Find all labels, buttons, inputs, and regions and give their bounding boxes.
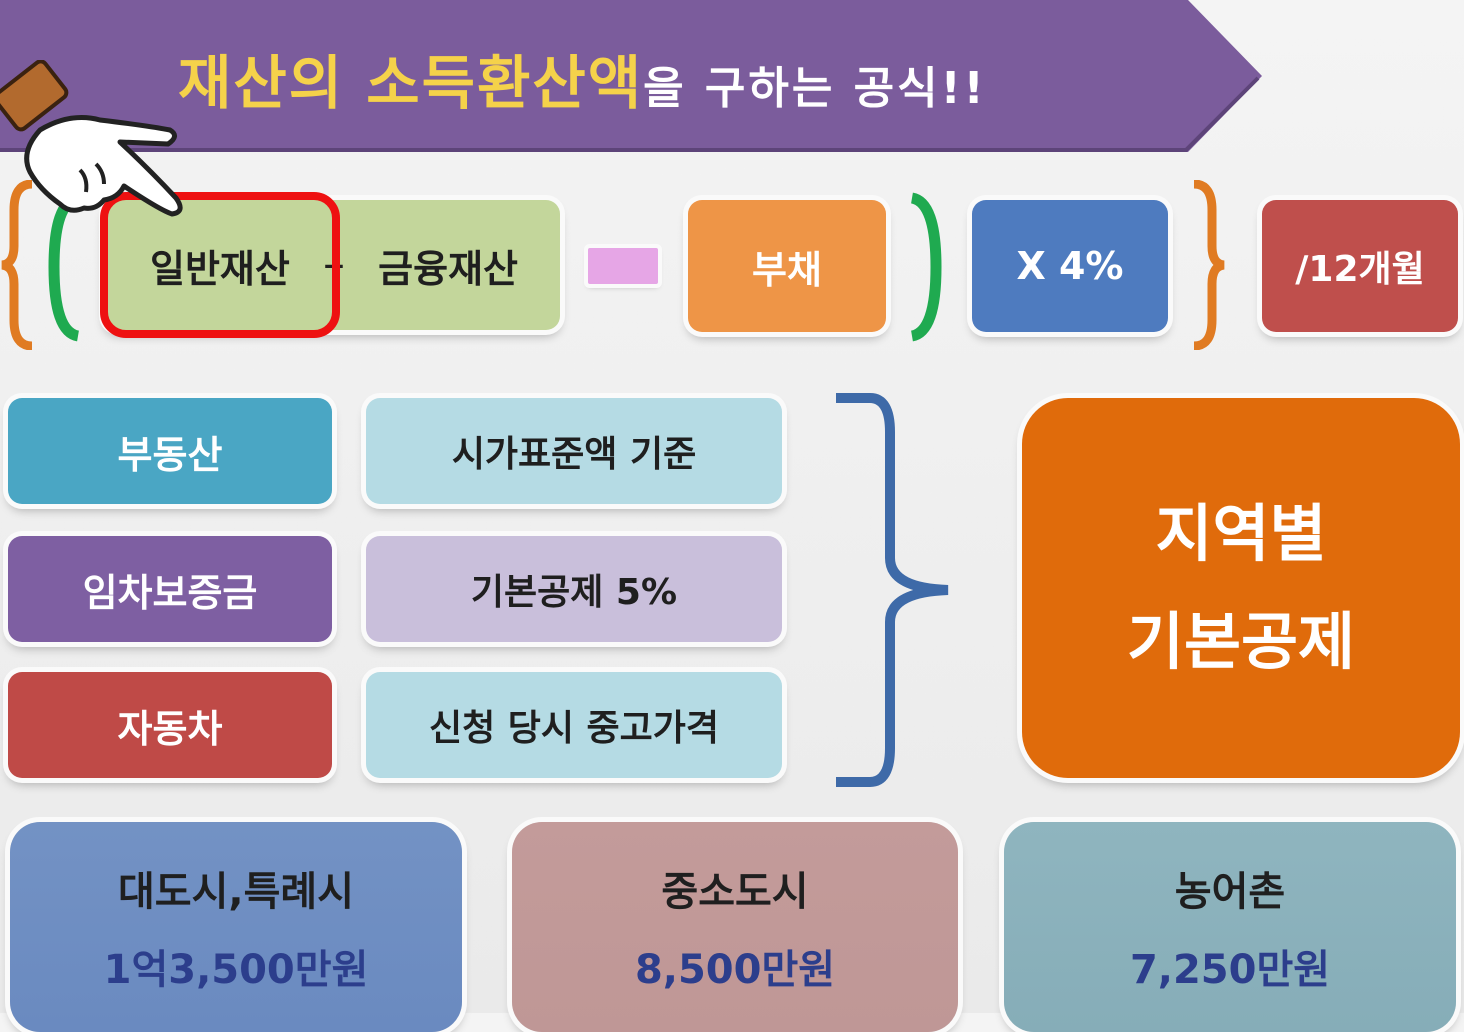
regional-deduction-line2: 기본공제 [1126, 605, 1356, 678]
regional-deduction-box: 지역별 기본공제 [1022, 398, 1460, 778]
rate-box: X 4% [972, 200, 1168, 332]
region-name: 농어촌 [1174, 869, 1286, 915]
asset-basis-label: 기본공제 5% [470, 572, 678, 613]
general-assets-label: 일반재산 [150, 246, 290, 291]
asset-type-1: 임차보증금 [8, 536, 332, 642]
asset-label-deposit: 임차보증금 [82, 570, 258, 615]
region-name: 대도시,특례시 [118, 869, 354, 915]
asset-type-2: 자동차 [8, 672, 332, 778]
asset-label-car: 자동차 [117, 706, 223, 751]
title-banner [0, 0, 1262, 152]
region-name: 중소도시 [661, 869, 809, 915]
minus-sign [588, 248, 658, 284]
region-card-rural: 농어촌 7,250만원 [1004, 822, 1456, 1032]
green-close-bracket [910, 192, 942, 342]
asset-basis-1: 기본공제 5% [366, 536, 782, 642]
blue-brace [836, 393, 949, 787]
asset-basis-label: 신청 당시 중고가격 [428, 708, 720, 749]
asset-type-0: 부동산 [8, 398, 332, 504]
title-highlight: 재산의 소득환산액 [178, 49, 644, 117]
region-card-metro: 대도시,특례시 1억3,500만원 [10, 822, 462, 1032]
region-card-small-city: 중소도시 8,500만원 [512, 822, 958, 1032]
financial-assets-label: 금융재산 [378, 246, 518, 291]
regional-deduction-line1: 지역별 [1155, 496, 1327, 570]
region-amount: 1억3,500만원 [103, 947, 369, 993]
asset-label-real-estate: 부동산 [117, 432, 223, 477]
pointing-hand-icon [0, 60, 183, 217]
asset-basis-label: 시가표준액 기준 [451, 434, 697, 475]
region-amount: 8,500만원 [634, 947, 836, 993]
asset-basis-2: 신청 당시 중고가격 [366, 672, 782, 778]
debt-box: 부채 [688, 200, 886, 332]
selection-highlight [100, 192, 340, 338]
orange-close-brace [1193, 180, 1225, 350]
orange-open-brace [1, 180, 33, 350]
months-box: /12개월 [1262, 200, 1458, 332]
region-amount: 7,250만원 [1129, 947, 1331, 993]
page-title: 재산의 소득환산액 을 구하는 공식!! [178, 36, 987, 117]
title-rest: 을 구하는 공식!! [643, 63, 987, 114]
asset-basis-0: 시가표준액 기준 [366, 398, 782, 504]
